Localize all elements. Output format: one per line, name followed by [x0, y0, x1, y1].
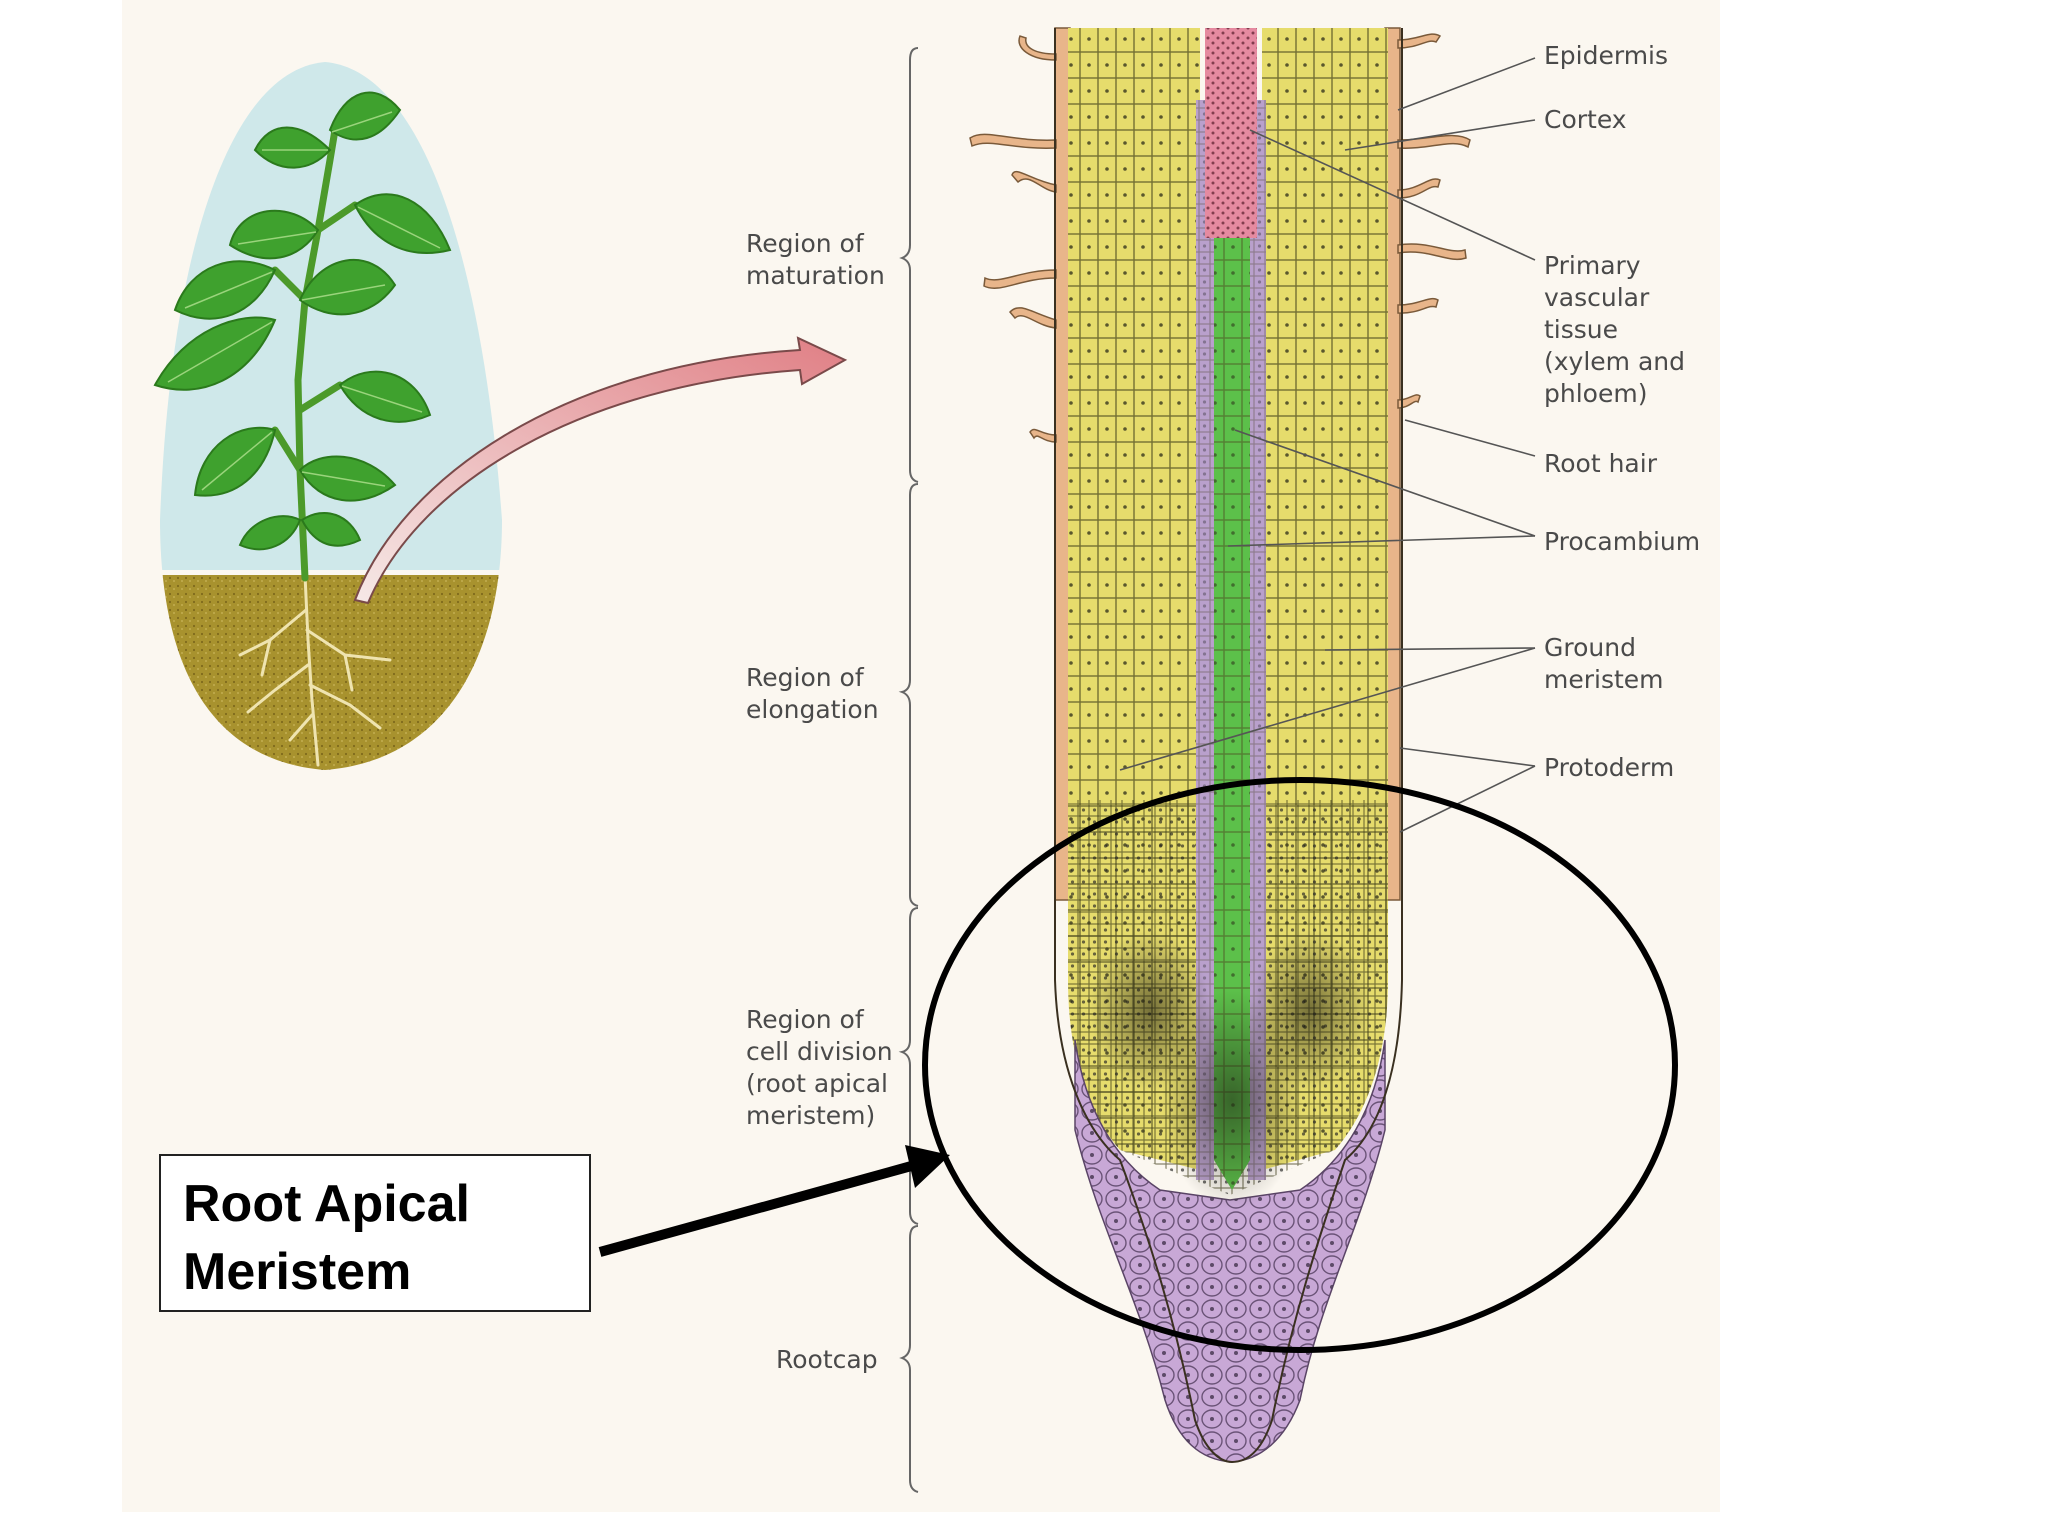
leader-lines: [1119, 57, 1536, 833]
tissue-label-procambium: Procambium: [1544, 527, 1701, 556]
tissue-label-epidermis: Epidermis: [1544, 41, 1669, 70]
zoom-arrow: [353, 336, 848, 605]
zone-label-rootcap: Rootcap: [776, 1345, 878, 1374]
callout-text: Root Apical Meristem: [183, 1175, 470, 1301]
tissue-label-ground-meristem: Ground meristem: [1544, 633, 1664, 694]
root-section: [969, 27, 1471, 1464]
meristem-highlight-ellipse: [922, 777, 1678, 1353]
zone-label-maturation: Region of maturation: [746, 229, 885, 290]
callout-box: Root Apical Meristem: [159, 1154, 591, 1312]
zone-label-cell-division: Region of cell division (root apical mer…: [746, 1005, 893, 1130]
tissue-label-root-hair: Root hair: [1544, 449, 1657, 478]
callout-arrow: [598, 1145, 950, 1257]
zone-brackets: [898, 47, 919, 1493]
tissue-label-protoderm: Protoderm: [1544, 753, 1675, 782]
tissue-label-cortex: Cortex: [1544, 105, 1627, 134]
tissue-label-vascular: Primary vascular tissue (xylem and phloe…: [1544, 251, 1686, 408]
zone-label-elongation: Region of elongation: [746, 663, 879, 724]
